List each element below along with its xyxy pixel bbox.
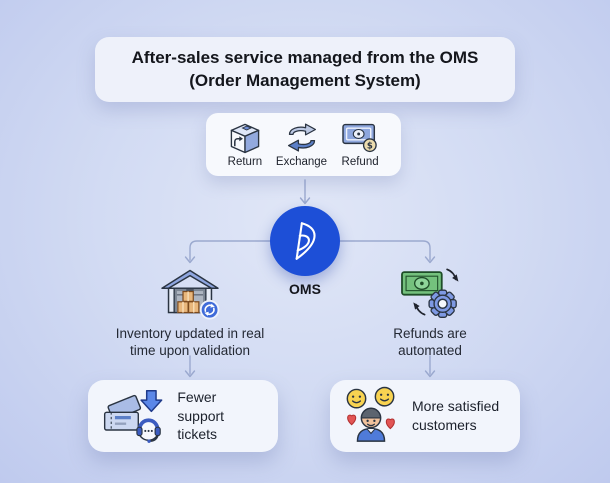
outcome-customers-line-1: More satisfied (412, 398, 500, 415)
branch-inventory-text: Inventory updated in real time upon vali… (116, 325, 265, 360)
oms-label: OMS (289, 281, 321, 297)
outcome-support-line-1: Fewer support (177, 388, 225, 424)
oms-logo-icon (295, 222, 316, 260)
service-label-refund: Refund (341, 156, 379, 168)
outcome-support-text: Fewer support tickets (177, 388, 266, 445)
branch-inventory: Inventory updated in real time upon vali… (105, 264, 275, 360)
outcome-card-customers: More satisfied customers (330, 380, 520, 452)
exchange-arrows-icon (287, 123, 316, 152)
support-tickets-icon (103, 390, 163, 443)
services-card: Return Exchange $ Refund (206, 113, 401, 176)
return-box-icon (230, 123, 260, 154)
outcome-customers-text: More satisfied customers (412, 397, 499, 435)
title-banner: After-sales service managed from the OMS… (95, 37, 515, 103)
title-line-1: After-sales service managed from the OMS (131, 48, 479, 67)
happy-customers-icon (346, 386, 395, 442)
service-label-return: Return (227, 156, 263, 168)
refund-banknote-icon: $ (342, 123, 377, 153)
service-label-exchange: Exchange (275, 156, 328, 168)
title-line-2: (Order Management System) (189, 70, 421, 90)
branch-refunds: Refunds are automated (347, 264, 513, 360)
service-item-return: Return (226, 121, 264, 168)
branch-inventory-line-2: time upon validation (129, 343, 251, 359)
svg-text:$: $ (367, 141, 373, 151)
branch-inventory-line-1: Inventory updated in real (115, 326, 265, 341)
service-item-exchange: Exchange (276, 121, 327, 168)
warehouse-sync-icon (161, 269, 220, 320)
outcome-support-line-2: tickets (177, 426, 218, 443)
service-item-refund: $ Refund (339, 121, 381, 168)
outcome-card-support: Fewer support tickets (88, 380, 278, 452)
branch-refunds-line-1: Refunds are (393, 326, 467, 341)
money-gear-icon (401, 268, 459, 318)
outcome-customers-line-2: customers (412, 417, 477, 433)
branch-refunds-line-2: automated (398, 343, 462, 359)
oms-logo-badge (270, 206, 340, 276)
branch-refunds-text: Refunds are automated (393, 325, 467, 360)
